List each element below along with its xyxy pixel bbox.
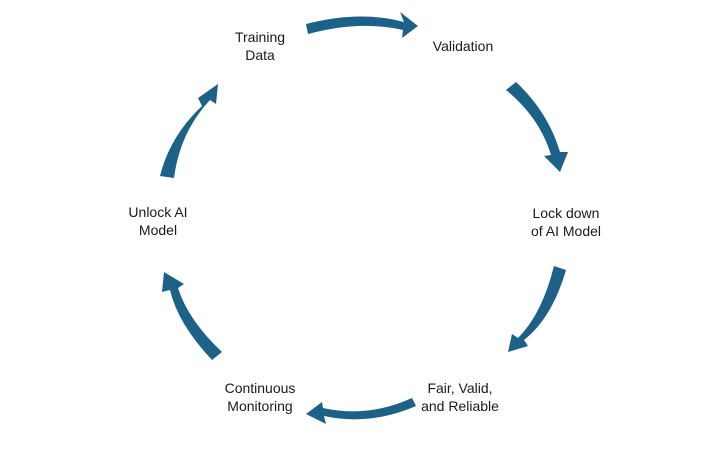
- node-fair-valid-reliable-line-2: and Reliable: [421, 398, 499, 414]
- arrow-lockdown-to-fair: [508, 266, 566, 352]
- arrow-training-to-validation: [306, 12, 418, 38]
- node-validation: Validation: [433, 37, 493, 55]
- arrow-monitoring-to-unlock: [162, 272, 222, 360]
- arrow-unlock-to-training: [160, 84, 218, 178]
- node-training-data-line-1: Training: [234, 29, 286, 45]
- node-fair-valid-reliable: Fair, Valid, and Reliable: [421, 379, 499, 415]
- node-lock-down-line-1: Lock down: [532, 205, 600, 221]
- arrow-fair-to-monitoring: [306, 398, 416, 424]
- node-unlock-ai-model-line-2: Model: [138, 222, 178, 238]
- node-unlock-ai-model-line-1: Unlock AI: [128, 204, 188, 220]
- node-training-data-line-2: Data: [245, 47, 275, 63]
- arrow-validation-to-lockdown: [506, 82, 568, 172]
- node-training-data: Training Data: [235, 28, 285, 64]
- node-lock-down: Lock down of AI Model: [531, 204, 601, 240]
- node-fair-valid-reliable-line-1: Fair, Valid,: [427, 380, 493, 396]
- node-validation-line-1: Validation: [432, 38, 494, 54]
- node-unlock-ai-model: Unlock AI Model: [128, 203, 187, 239]
- node-continuous-monitoring-line-1: Continuous: [224, 380, 296, 396]
- node-lock-down-line-2: of AI Model: [530, 223, 602, 239]
- node-continuous-monitoring: Continuous Monitoring: [225, 379, 296, 415]
- node-continuous-monitoring-line-2: Monitoring: [227, 398, 293, 414]
